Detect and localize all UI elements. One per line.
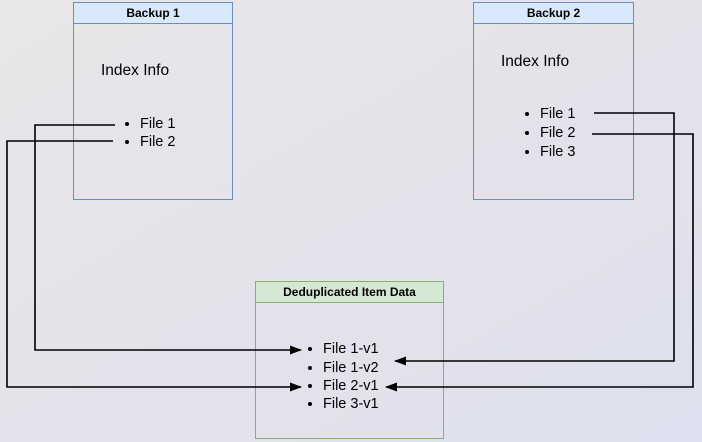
bullet-icon: [125, 140, 129, 144]
dedup-file-list: File 1-v1 File 1-v2 File 2-v1 File 3-v1: [308, 340, 379, 414]
backup2-file-1: File 1: [525, 104, 575, 123]
bullet-icon: [308, 383, 312, 388]
bullet-icon: [125, 122, 129, 126]
backup2-file-2: File 2: [525, 123, 575, 142]
backup1-index-info-label: Index Info: [101, 62, 170, 79]
bullet-icon: [308, 347, 312, 352]
dedup-file-1-v2: File 1-v2: [308, 358, 379, 376]
backup1-file-list: File 1 File 2: [125, 115, 175, 151]
backup1-file-2: File 2: [125, 133, 175, 151]
bullet-icon: [525, 130, 529, 135]
backup1-title: Backup 1: [74, 3, 232, 24]
backup2-box: Backup 2 Index Info File 1 File 2 File 3: [473, 2, 634, 200]
backup2-file-3: File 3: [525, 142, 575, 161]
bullet-icon: [308, 402, 312, 407]
bullet-icon: [525, 111, 529, 116]
dedup-box: Deduplicated Item Data File 1-v1 File 1-…: [255, 281, 444, 439]
bullet-icon: [308, 365, 312, 370]
dedup-title: Deduplicated Item Data: [256, 282, 443, 303]
backup2-file-list: File 1 File 2 File 3: [525, 104, 575, 161]
backup2-index-info-label: Index Info: [501, 53, 570, 70]
dedup-file-3-v1: File 3-v1: [308, 395, 379, 413]
dedup-file-2-v1: File 2-v1: [308, 377, 379, 395]
backup2-title: Backup 2: [474, 3, 633, 24]
bullet-icon: [525, 149, 529, 154]
backup1-file-1: File 1: [125, 115, 175, 133]
backup1-box: Backup 1 Index Info File 1 File 2: [73, 2, 233, 200]
dedup-file-1-v1: File 1-v1: [308, 340, 379, 358]
